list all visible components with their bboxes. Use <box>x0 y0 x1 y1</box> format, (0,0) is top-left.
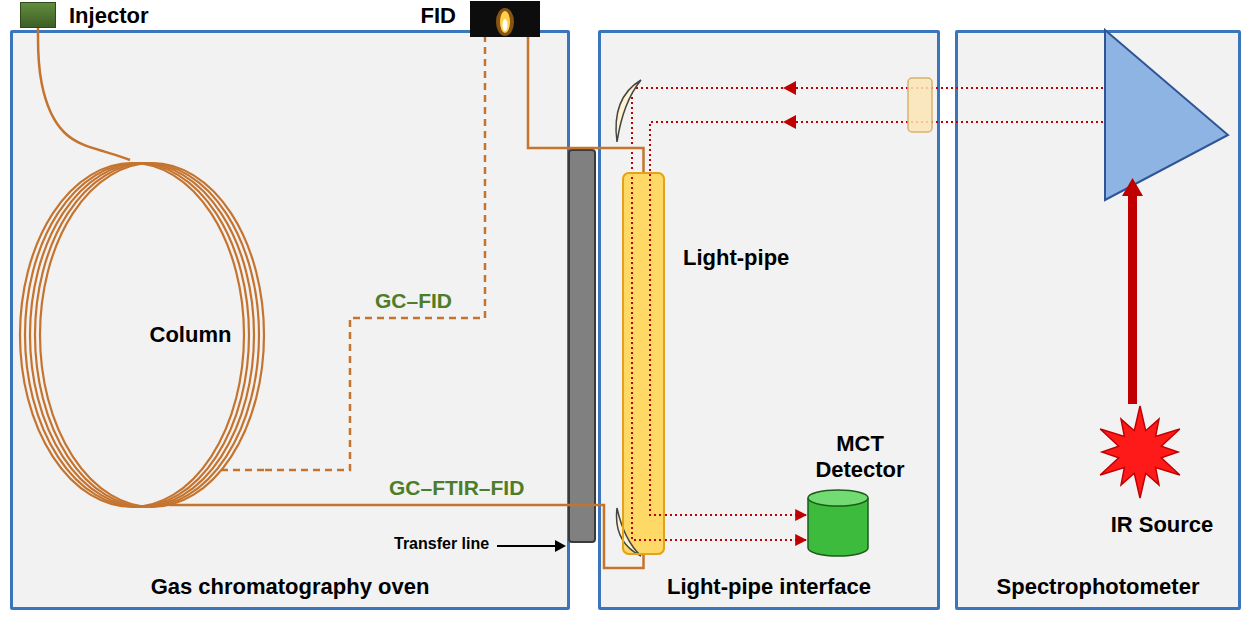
part-label: MCT Detector <box>805 431 915 482</box>
tubing-stub <box>169 504 265 507</box>
prism <box>1105 30 1228 200</box>
path-label: GC–FID <box>372 289 455 313</box>
coil-turn <box>35 163 259 507</box>
injector-block: Injector <box>20 2 56 28</box>
part-label: Light-pipe <box>683 245 789 270</box>
tubing-stub <box>221 469 265 472</box>
ir-beams <box>632 88 1103 540</box>
ir-beam-connector <box>665 539 806 541</box>
light-pipe-tube: Light-pipe <box>622 172 665 555</box>
fid-flame: FID <box>470 1 540 37</box>
light-pipe-fill <box>622 172 665 555</box>
source-arrow <box>1122 178 1143 404</box>
panel-label: Light-pipe interface <box>667 574 871 599</box>
tubing-connector <box>528 37 644 172</box>
coil-turn <box>30 163 254 507</box>
ir-source-star: IR Source <box>1092 398 1188 506</box>
panel-label: Spectrophotometer <box>997 574 1200 599</box>
part-label: Column <box>150 322 232 347</box>
cylinder-top <box>808 490 868 506</box>
part-label: IR Source <box>1111 512 1214 537</box>
part-label: FID <box>421 3 456 28</box>
part-label: Injector <box>69 3 148 28</box>
ir-beam-connector <box>665 514 806 516</box>
star-outline <box>1092 398 1188 506</box>
connector-group <box>38 28 806 568</box>
oven-panel: Gas chromatography ovenInjectorFIDColumn <box>10 30 570 610</box>
leader-arrowhead <box>555 540 566 552</box>
ir-window <box>908 78 932 132</box>
tubing-connector <box>38 28 130 160</box>
mct-detector: MCT Detector <box>806 488 870 558</box>
star-burst <box>1100 406 1180 498</box>
coil-turn <box>20 163 244 507</box>
tubing-connector <box>265 505 644 568</box>
mirror <box>617 508 642 556</box>
leader-line <box>497 545 558 547</box>
ir-beam <box>650 122 1103 515</box>
flame-core <box>503 19 508 31</box>
flame <box>500 11 510 33</box>
tubing-connector <box>265 37 485 470</box>
coil-turn <box>25 163 249 507</box>
coil-turn <box>40 163 264 507</box>
column-coil-area: Column <box>20 160 265 510</box>
part-label: Transfer line <box>394 535 489 553</box>
path-label: GC–FTIR–FID <box>386 476 527 500</box>
column-coil <box>20 163 264 507</box>
beam-arrowhead <box>783 81 796 95</box>
interface-panel: Light-pipe interfaceLight-pipeMCT Detect… <box>598 30 940 610</box>
beam-arrowhead <box>783 115 796 129</box>
flame-image <box>470 1 540 37</box>
flame-glow <box>496 8 514 36</box>
panel-label: Gas chromatography oven <box>151 574 430 599</box>
mirror <box>616 80 641 142</box>
ir-beam <box>632 88 1103 540</box>
cylinder-outline <box>806 488 870 558</box>
transfer-line-bar <box>569 150 595 542</box>
